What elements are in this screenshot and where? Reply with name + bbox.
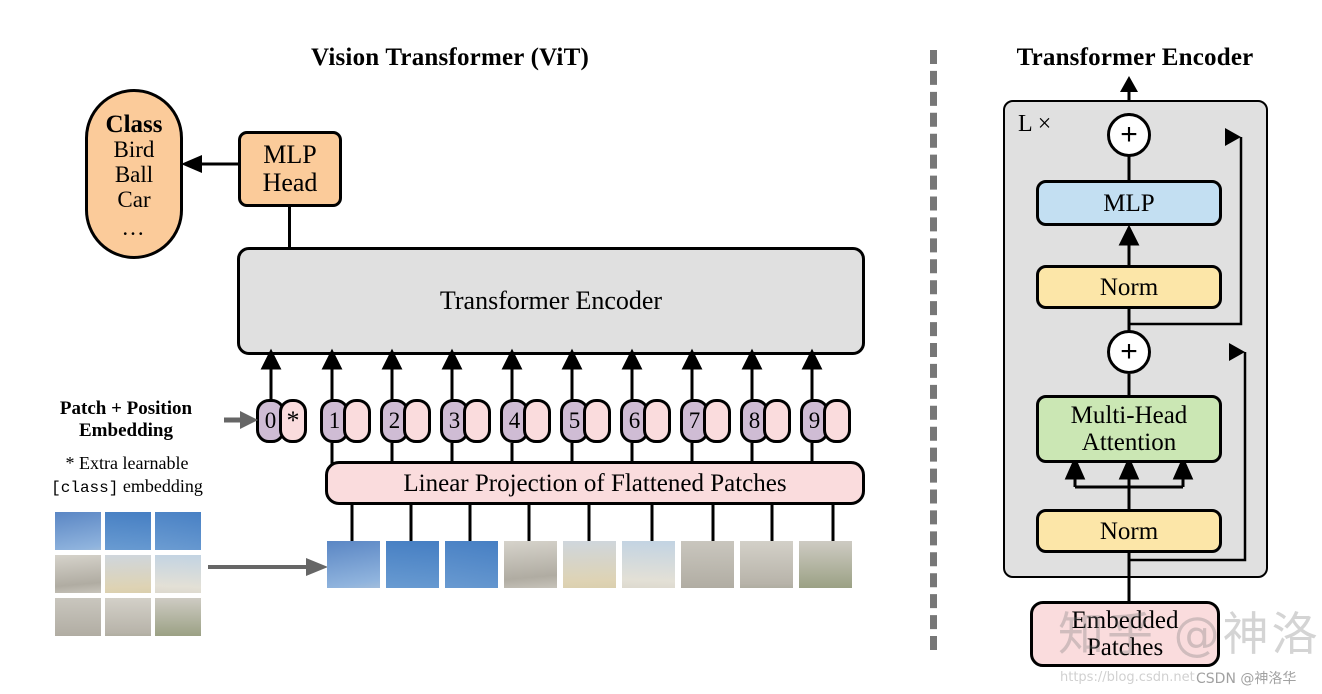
linear-projection-box: Linear Projection of Flattened Patches bbox=[325, 461, 865, 505]
encoder-attention-line2: Attention bbox=[1081, 429, 1177, 456]
token-1-num-label: 1 bbox=[328, 408, 341, 433]
transformer-encoder-box: Transformer Encoder bbox=[237, 247, 865, 355]
grid-patch-1-0 bbox=[55, 555, 101, 593]
extra-note-code: [class] bbox=[51, 479, 119, 498]
seq-patch-5 bbox=[563, 541, 616, 588]
token-4-embedding bbox=[523, 399, 551, 443]
token-6-embedding bbox=[643, 399, 671, 443]
extra-note-tail: embedding bbox=[122, 476, 203, 497]
class-item-car: Car bbox=[117, 186, 151, 212]
encoder-norm-bottom-label: Norm bbox=[1099, 517, 1159, 545]
class-heading: Class bbox=[105, 110, 163, 138]
grid-patch-2-2 bbox=[155, 598, 201, 636]
linear-projection-label: Linear Projection of Flattened Patches bbox=[403, 469, 787, 497]
class-ellipsis: ... bbox=[122, 215, 146, 241]
embedded-patches-box: Embedded Patches bbox=[1030, 601, 1220, 667]
seq-patch-8 bbox=[740, 541, 793, 588]
encoder-repeat-label: L × bbox=[1018, 111, 1052, 137]
patch-sequence-row bbox=[327, 541, 862, 589]
panel-divider bbox=[930, 50, 937, 650]
token-4-num-label: 4 bbox=[508, 408, 521, 433]
left-panel-title: Vision Transformer (ViT) bbox=[311, 44, 589, 71]
embedded-patches-line1: Embedded bbox=[1071, 607, 1179, 634]
seq-patch-9 bbox=[799, 541, 852, 588]
extra-note-line1: * Extra learnable bbox=[22, 452, 232, 475]
encoder-mlp-box: MLP bbox=[1036, 180, 1222, 226]
encoder-norm-top-label: Norm bbox=[1099, 273, 1159, 301]
zhihu-watermark: 知乎 @神洛 bbox=[1058, 607, 1321, 661]
residual-add-bottom: + bbox=[1107, 330, 1151, 374]
seq-patch-7 bbox=[681, 541, 734, 588]
grid-patch-1-2 bbox=[155, 555, 201, 593]
extra-note-line2: [class] embedding bbox=[22, 475, 232, 499]
extra-learnable-note: * Extra learnable [class] embedding bbox=[22, 452, 232, 499]
seq-patch-3 bbox=[445, 541, 498, 588]
grid-patch-2-1 bbox=[105, 598, 151, 636]
token-0-class-star: * bbox=[279, 399, 307, 443]
arrow-embedding-label-to-tokens bbox=[224, 411, 258, 429]
encoder-attention-box: Multi-Head Attention bbox=[1036, 395, 1222, 463]
token-5-embedding bbox=[583, 399, 611, 443]
token-0-star-label: * bbox=[286, 406, 300, 435]
extra-note-text: Extra learnable bbox=[79, 453, 189, 473]
token-3-embedding bbox=[463, 399, 491, 443]
csdn-watermark: CSDN @神洛华 bbox=[1196, 671, 1297, 687]
token-9-num-label: 9 bbox=[808, 408, 821, 433]
grid-patch-2-0 bbox=[55, 598, 101, 636]
encoder-mlp-label: MLP bbox=[1103, 189, 1155, 217]
token-7-num-label: 7 bbox=[688, 408, 701, 433]
class-item-bird: Bird bbox=[113, 136, 155, 162]
grid-patch-0-1 bbox=[105, 512, 151, 550]
encoder-norm-bottom-box: Norm bbox=[1036, 509, 1222, 553]
token-2-embedding bbox=[403, 399, 431, 443]
arrow-grid-to-patch-sequence bbox=[208, 558, 328, 576]
token-8-num-label: 8 bbox=[748, 408, 761, 433]
residual-add-bottom-symbol: + bbox=[1120, 335, 1138, 368]
mlp-head-line1: MLP bbox=[263, 139, 317, 169]
mlp-head-line2: Head bbox=[262, 168, 318, 197]
token-2-num-label: 2 bbox=[388, 408, 401, 433]
token-9-embedding bbox=[823, 399, 851, 443]
mlp-head-box: MLP Head bbox=[238, 131, 342, 207]
linproj-to-patches-connectors bbox=[350, 505, 835, 545]
grid-patch-0-2 bbox=[155, 512, 201, 550]
token-5-num-label: 5 bbox=[568, 408, 581, 433]
seq-patch-4 bbox=[504, 541, 557, 588]
encoder-attention-line1: Multi-Head bbox=[1070, 402, 1188, 429]
token-3-num-label: 3 bbox=[448, 408, 461, 433]
token-7-embedding bbox=[703, 399, 731, 443]
token-0-num-label: 0 bbox=[264, 408, 277, 433]
patch-position-embedding-label: Patch + Position Embedding bbox=[28, 398, 224, 442]
grid-patch-1-1 bbox=[105, 555, 151, 593]
residual-add-top-symbol: + bbox=[1120, 118, 1138, 151]
csdn-url-watermark: https://blog.csdn.net bbox=[1060, 670, 1195, 685]
encoder-norm-top-box: Norm bbox=[1036, 265, 1222, 309]
class-item-ball: Ball bbox=[114, 161, 154, 187]
token-6-num-label: 6 bbox=[628, 408, 641, 433]
token-1-embedding bbox=[343, 399, 371, 443]
source-image-patch-grid bbox=[55, 512, 205, 637]
seq-patch-2 bbox=[386, 541, 439, 588]
transformer-encoder-label: Transformer Encoder bbox=[439, 285, 663, 315]
patch-position-line2: Embedding bbox=[79, 419, 173, 441]
residual-add-top: + bbox=[1107, 113, 1151, 157]
token-8-embedding bbox=[763, 399, 791, 443]
grid-patch-0-0 bbox=[55, 512, 101, 550]
token-to-encoder-arrows bbox=[260, 348, 823, 400]
right-panel-title: Transformer Encoder bbox=[1016, 44, 1254, 71]
seq-patch-1 bbox=[327, 541, 380, 588]
class-output-box: Class Bird Ball Car ... bbox=[85, 89, 183, 259]
connector-mlphead-encoder bbox=[288, 206, 291, 250]
extra-note-star: * bbox=[65, 453, 75, 473]
seq-patch-6 bbox=[622, 541, 675, 588]
arrow-mlphead-to-class bbox=[181, 155, 240, 173]
embedded-patches-line2: Patches bbox=[1086, 634, 1164, 661]
patch-position-line1: Patch + Position bbox=[59, 398, 193, 419]
